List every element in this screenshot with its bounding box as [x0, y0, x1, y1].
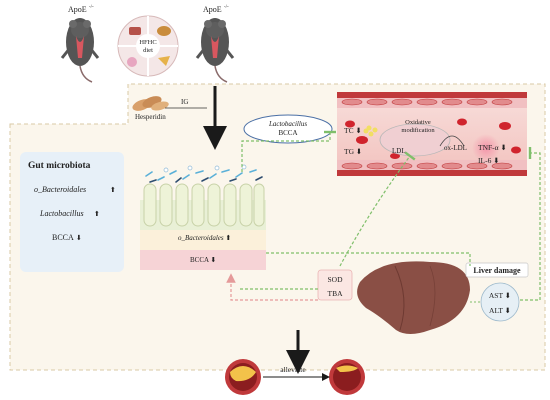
liver-enzyme-circle — [480, 282, 520, 322]
diet-label-line2: diet — [143, 47, 153, 54]
vessel-oxldl-label: ox-LDL — [444, 144, 467, 152]
hesperidin-icon — [132, 96, 169, 111]
plaque-vessel-before — [225, 359, 261, 395]
sod-label: SOD — [327, 275, 343, 284]
ig-label: IG — [181, 98, 188, 106]
diet-label-line1: HFHC — [139, 39, 156, 46]
gut-item-bcca-arrow: ⬇ — [76, 234, 82, 242]
gut-item-bacteroidales-arrow: ⬆ — [110, 186, 116, 194]
vessel-oxidative-line2: modification — [401, 127, 435, 134]
liver-ast-label: AST ⬇ — [489, 291, 511, 300]
inhibition-lines — [240, 130, 541, 301]
cytokine-glow — [472, 134, 500, 162]
lactobacillus-bcca-bubble — [243, 114, 333, 144]
plaque-vessel-after — [329, 359, 365, 395]
vessel-oxidative-line1: Oxidative — [405, 119, 431, 126]
feedback-arrow — [226, 273, 318, 301]
intestine-illustration — [140, 164, 266, 270]
hesperidin-label: Hesperidin — [135, 113, 166, 121]
vessel-tg-label: TG ⬇ — [344, 147, 362, 156]
gut-microbiota-panel — [20, 152, 124, 272]
gut-item-bcca: BCCA — [52, 233, 74, 242]
sod-tba-box — [317, 269, 353, 301]
liver-illustration — [357, 261, 470, 334]
gut-item-lactobacillus-arrow: ⬆ — [94, 210, 100, 218]
burger-icon — [157, 26, 171, 36]
vessel-tc-label: TC ⬇ — [344, 126, 362, 135]
mouse-right-genotype: -/- — [224, 5, 229, 10]
gut-panel-title: Gut microbiota — [28, 161, 91, 171]
mouse-left — [60, 18, 100, 83]
liver-damage-title: Liver damage — [473, 266, 521, 275]
gut-item-bacteroidales: o_Bacteroidales — [34, 185, 86, 194]
vessel-ldl-label: LDL — [392, 147, 406, 155]
intestine-bacteroidales-label: o_Bacteroidales ⬆ — [178, 234, 231, 242]
donut-icon — [127, 57, 137, 67]
hfhc-diet-plate — [117, 15, 179, 77]
bubble-line1: Lactobacillus — [268, 120, 307, 128]
bubble-line2: BCCA — [278, 129, 297, 137]
liver-damage-box — [465, 262, 529, 278]
alleviate-label: alleviate — [280, 365, 306, 374]
tba-label: TBA — [328, 289, 344, 298]
mouse-right-label: ApoE — [203, 5, 222, 14]
mouse-left-genotype: -/- — [89, 5, 94, 10]
mouse-left-label: ApoE — [68, 5, 87, 14]
vessel-il6-label: IL-6 ⬇ — [478, 156, 500, 165]
intestine-bcca-label: BCCA ⬇ — [190, 256, 216, 264]
blood-vessel — [337, 92, 527, 176]
pizza-icon — [158, 56, 170, 66]
vessel-tnf-label: TNF-α ⬇ — [478, 143, 507, 152]
liver-alt-label: ALT ⬇ — [489, 306, 511, 315]
mouse-right — [195, 18, 235, 83]
gut-item-lactobacillus: Lactobacillus — [39, 209, 84, 218]
steak-icon — [129, 27, 141, 35]
